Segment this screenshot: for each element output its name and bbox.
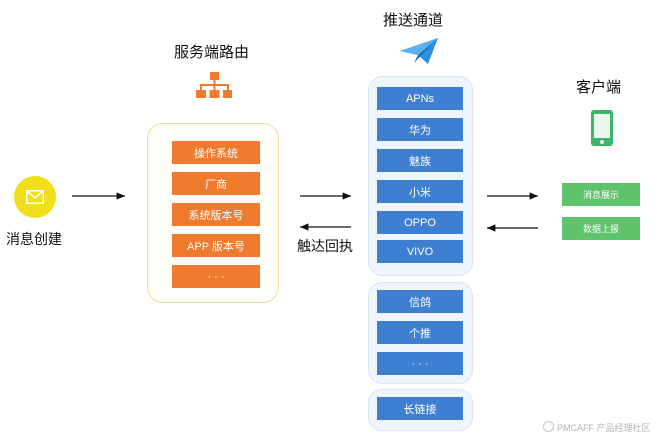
envelope-icon <box>26 190 44 204</box>
feedback-label: 触达回执 <box>297 238 353 254</box>
channel-meizu: 魅族 <box>377 149 463 172</box>
channel-oppo: OPPO <box>377 211 463 234</box>
push-channel-title: 推送通道 <box>383 12 444 29</box>
watermark-logo-icon <box>543 421 554 432</box>
message-create-node <box>14 176 56 218</box>
routing-item-app-version: APP 版本号 <box>172 234 260 257</box>
watermark-text: PMCAFF 产品经理社区 <box>557 423 651 433</box>
routing-item-os: 操作系统 <box>172 141 260 164</box>
server-routing-title: 服务端路由 <box>174 44 250 61</box>
channel-more: · · · <box>377 352 463 375</box>
channel-vivo: VIVO <box>377 240 463 263</box>
client-data-report: 数据上报 <box>562 217 640 240</box>
routing-item-os-version: 系统版本号 <box>172 203 260 226</box>
smartphone-icon <box>590 109 614 147</box>
message-create-label: 消息创建 <box>6 231 62 247</box>
channel-apns: APNs <box>377 87 463 110</box>
routing-item-vendor: 厂商 <box>172 172 260 195</box>
channel-getui: 个推 <box>377 321 463 344</box>
watermark: PMCAFF 产品经理社区 <box>543 421 651 434</box>
channel-xinge: 信鸽 <box>377 290 463 313</box>
channel-xiaomi: 小米 <box>377 180 463 203</box>
routing-item-more: · · · <box>172 265 260 288</box>
paper-plane-icon <box>398 36 440 66</box>
channel-huawei: 华为 <box>377 118 463 141</box>
client-title: 客户端 <box>576 79 622 96</box>
channel-long-connection: 长链接 <box>377 397 463 420</box>
client-message-display: 消息展示 <box>562 183 640 206</box>
hierarchy-icon <box>196 71 232 99</box>
